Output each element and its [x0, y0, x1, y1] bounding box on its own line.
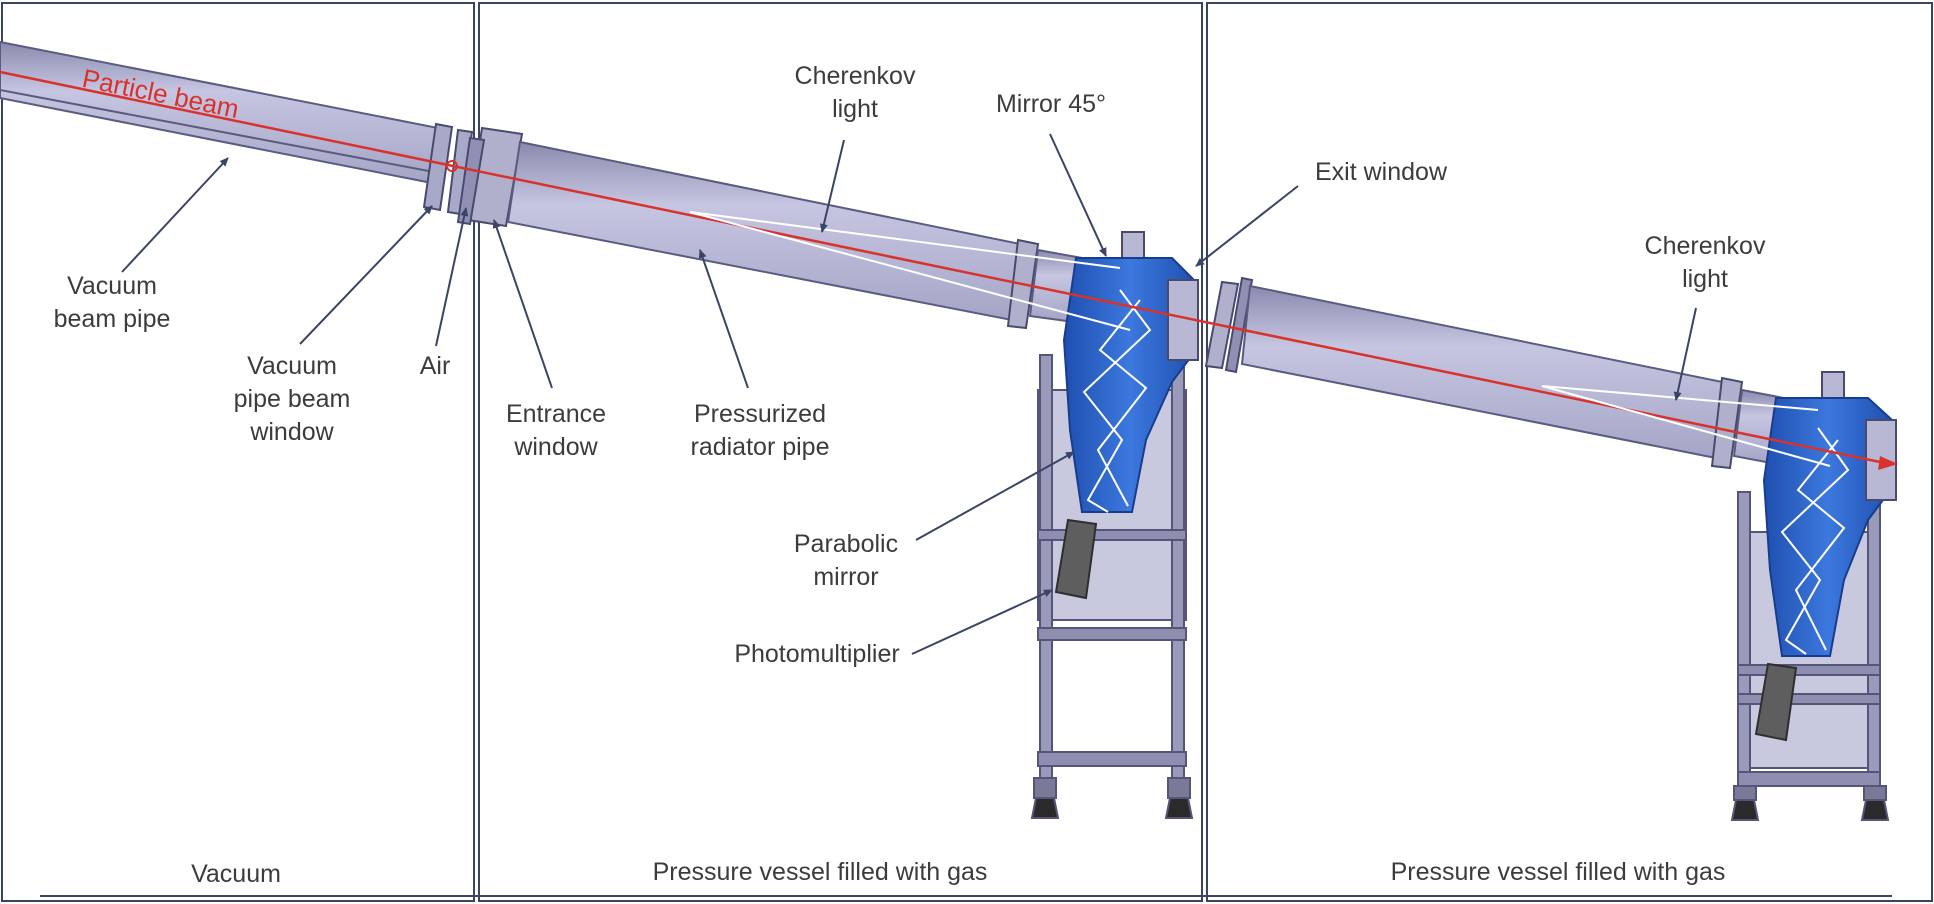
label-vacuum-beam-pipe: Vacuum beam pipe	[42, 270, 182, 336]
label-entrance-window: Entrance window	[496, 398, 616, 464]
leader-vacuum-pipe-beam-window	[299, 205, 433, 345]
label-cherenkov-light-2-line-2: light	[1682, 265, 1728, 293]
region-label-vacuum: Vacuum	[191, 860, 281, 888]
leader-vacuum-beam-pipe	[121, 157, 229, 273]
label-pressurized-radiator-pipe-line-2: radiator pipe	[690, 433, 830, 461]
leader-cherenkov-light-2	[1673, 307, 1697, 401]
leader-photomultiplier	[911, 589, 1053, 655]
leader-pressurized-radiator-pipe	[698, 249, 749, 389]
label-entrance-window-line-1: Entrance	[505, 400, 607, 428]
region-frame-vacuum	[1, 2, 475, 902]
label-parabolic-mirror-line-1: Parabolic	[793, 530, 899, 558]
radiator-pipe-2	[1204, 276, 1786, 470]
label-pressurized-radiator-pipe: Pressurized radiator pipe	[680, 398, 840, 464]
label-parabolic-mirror-line-2: mirror	[813, 563, 879, 591]
label-vacuum-beam-pipe-line-1: Vacuum	[67, 272, 157, 300]
particle-beam	[0, 70, 1898, 470]
leader-lines	[121, 133, 1697, 655]
label-air: Air	[419, 352, 451, 380]
label-mirror-45: Mirror 45°	[995, 90, 1106, 118]
region-frame-vessel-2	[1206, 2, 1933, 902]
label-cherenkov-light-1-line-2: light	[832, 95, 878, 123]
label-exit-window: Exit window	[1315, 158, 1447, 186]
region-frame-vessel-1	[478, 2, 1203, 902]
cherenkov-light-cone-1	[689, 211, 1131, 331]
label-cherenkov-light-1-line-1: Cherenkov	[794, 62, 916, 90]
leader-mirror-45	[1049, 133, 1107, 257]
label-vacuum-pipe-beam-window-line-2: pipe beam	[233, 385, 351, 413]
label-cherenkov-light-2: Cherenkov light	[1630, 230, 1780, 296]
label-entrance-window-line-2: window	[514, 433, 598, 461]
label-parabolic-mirror: Parabolic mirror	[776, 528, 916, 594]
label-cherenkov-light-2-line-1: Cherenkov	[1644, 232, 1766, 260]
label-vacuum-pipe-beam-window: Vacuum pipe beam window	[222, 350, 362, 449]
label-photomultiplier: Photomultiplier	[734, 640, 900, 668]
label-pressurized-radiator-pipe-line-1: Pressurized	[694, 400, 826, 428]
label-vacuum-pipe-beam-window-line-1: Vacuum	[247, 352, 337, 380]
leader-exit-window	[1195, 185, 1299, 267]
leader-entrance-window	[492, 219, 553, 389]
detector-stand-2	[1730, 491, 1890, 821]
entrance-window-flange	[456, 126, 524, 228]
label-vacuum-pipe-beam-window-line-3: window	[250, 418, 334, 446]
region-label-pressure-vessel-1: Pressure vessel filled with gas	[652, 858, 988, 886]
vacuum-pipe-flanges	[422, 122, 474, 216]
leader-parabolic-mirror	[915, 451, 1075, 541]
detector-2	[1754, 371, 1897, 742]
region-label-pressure-vessel-2: Pressure vessel filled with gas	[1390, 858, 1726, 886]
leader-cherenkov-light-1	[819, 139, 845, 233]
radiator-pipe-1	[506, 140, 1084, 330]
leader-air	[435, 207, 469, 347]
label-vacuum-beam-pipe-line-2: beam pipe	[53, 305, 171, 333]
label-cherenkov-light-1: Cherenkov light	[780, 60, 930, 126]
